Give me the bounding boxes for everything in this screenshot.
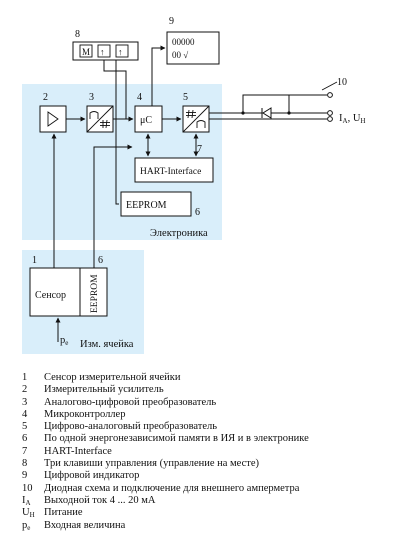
key-up <box>97 44 111 58</box>
measuring-cell-panel-label: Изм. ячейка <box>80 339 134 350</box>
legend-text: Цифрово-аналоговый преобразователь <box>44 421 218 433</box>
mcu-block <box>134 105 163 133</box>
legend-row: 8 Три клавиши управления (управление на м… <box>22 458 392 470</box>
junction-dot <box>241 111 245 115</box>
legend-row: 9 Цифровой индикатор <box>22 470 392 482</box>
legend-text: Микроконтроллер <box>44 408 126 420</box>
output-label: IA, UH <box>339 113 365 125</box>
legend-row: 7 HART-Interface <box>22 446 392 458</box>
mcu-label: μC <box>140 115 152 126</box>
block-9-number: 9 <box>169 16 174 27</box>
block-4-number: 4 <box>137 92 142 103</box>
block-6-electronics-number: 6 <box>195 207 200 218</box>
display-block <box>166 31 220 65</box>
sensor-block <box>29 267 81 317</box>
amplifier-block <box>39 105 67 133</box>
legend-text: Выходной ток 4 ... 20 мА <box>44 494 156 506</box>
dac-icon <box>182 105 210 133</box>
legend-number: 8 <box>22 458 28 470</box>
legend-number: 3 <box>22 396 28 408</box>
hart-interface-label: HART-Interface <box>140 166 201 177</box>
legend-number: 9 <box>22 470 28 482</box>
terminal-output-2 <box>327 116 333 122</box>
legend-row: 1 Сенсор измерительной ячейки <box>22 372 392 384</box>
legend-number: 4 <box>22 408 28 420</box>
block-10-number: 10 <box>337 77 347 88</box>
diode-callout-line <box>321 81 338 91</box>
adc-icon <box>86 105 114 133</box>
block-1-number: 1 <box>32 255 37 266</box>
block-7-number: 7 <box>197 144 202 155</box>
legend-number: 7 <box>22 445 28 457</box>
eeprom-cell-block <box>79 267 108 317</box>
legend-number: 2 <box>22 384 28 396</box>
diode-icon <box>261 107 272 119</box>
legend-row: UH Питание <box>22 507 392 519</box>
terminal-output-1 <box>327 110 333 116</box>
legend-text: Три клавиши управления (управление на ме… <box>44 458 260 470</box>
key-m-label: M <box>82 47 90 57</box>
block-3-number: 3 <box>89 92 94 103</box>
junction-dot <box>287 111 291 115</box>
legend-symbol: pe <box>22 519 31 532</box>
key-plus-label: ↑ <box>118 47 123 57</box>
block-5-number: 5 <box>183 92 188 103</box>
display-line-1: 00000 <box>172 37 195 47</box>
eeprom-electronics-label: EEPROM <box>126 200 167 211</box>
legend-text: Сенсор измерительной ячейки <box>44 372 181 383</box>
terminal-ammeter <box>327 92 333 98</box>
key-plus <box>115 44 129 58</box>
legend-row: IA Выходной ток 4 ... 20 мА <box>22 495 392 507</box>
legend-number: 1 <box>22 372 28 383</box>
key-m <box>79 44 93 58</box>
legend-symbol: IA <box>22 494 31 507</box>
amplifier-icon <box>47 111 59 127</box>
legend-text: HART-Interface <box>44 445 112 457</box>
block-2-number: 2 <box>43 92 48 103</box>
legend: 1 Сенсор измерительной ячейки 2 Измеритель… <box>22 372 392 532</box>
legend-row: 10 Диодная схема и подключение для внешне… <box>22 483 392 495</box>
eeprom-electronics-block <box>120 191 192 217</box>
legend-row: 2 Измерительный усилитель <box>22 384 392 396</box>
electronics-panel-label: Электроника <box>150 228 208 239</box>
hart-interface-block <box>134 157 214 183</box>
legend-text: Аналогово-цифровой преобразователь <box>44 396 217 408</box>
legend-text: Цифровой индикатор <box>44 470 140 482</box>
legend-symbol: UH <box>22 507 35 520</box>
legend-number: 6 <box>22 433 28 445</box>
block-diagram: Электроника Изм. ячейка 2 3 4 μC 5 7 HAR… <box>22 16 365 354</box>
legend-row: pe Входная величина <box>22 520 392 532</box>
legend-text: Измерительный усилитель <box>44 384 164 396</box>
key-up-label: ↑ <box>100 47 105 57</box>
display-line-2: 00 √ <box>172 50 188 60</box>
legend-number: 5 <box>22 421 28 433</box>
eeprom-cell-label: EEPROM <box>90 274 100 313</box>
legend-row: 3 Аналогово-цифровой преобразователь <box>22 397 392 409</box>
sensor-label: Сенсор <box>35 290 66 301</box>
legend-text: Диодная схема и подключение для внешнего… <box>44 482 300 494</box>
legend-text: Питание <box>44 507 83 519</box>
input-label: pe <box>60 335 68 347</box>
legend-row: 5 Цифрово-аналоговый преобразователь <box>22 421 392 433</box>
legend-number: 10 <box>22 482 33 494</box>
legend-row: 6 По одной энергонезависимой памяти в ИЯ … <box>22 433 392 445</box>
legend-text: По одной энергонезависимой памяти в ИЯ и… <box>44 433 309 445</box>
block-8-number: 8 <box>75 29 80 40</box>
legend-text: Входная величина <box>44 519 126 531</box>
legend-row: 4 Микроконтроллер <box>22 409 392 421</box>
block-6-cell-number: 6 <box>98 255 103 266</box>
